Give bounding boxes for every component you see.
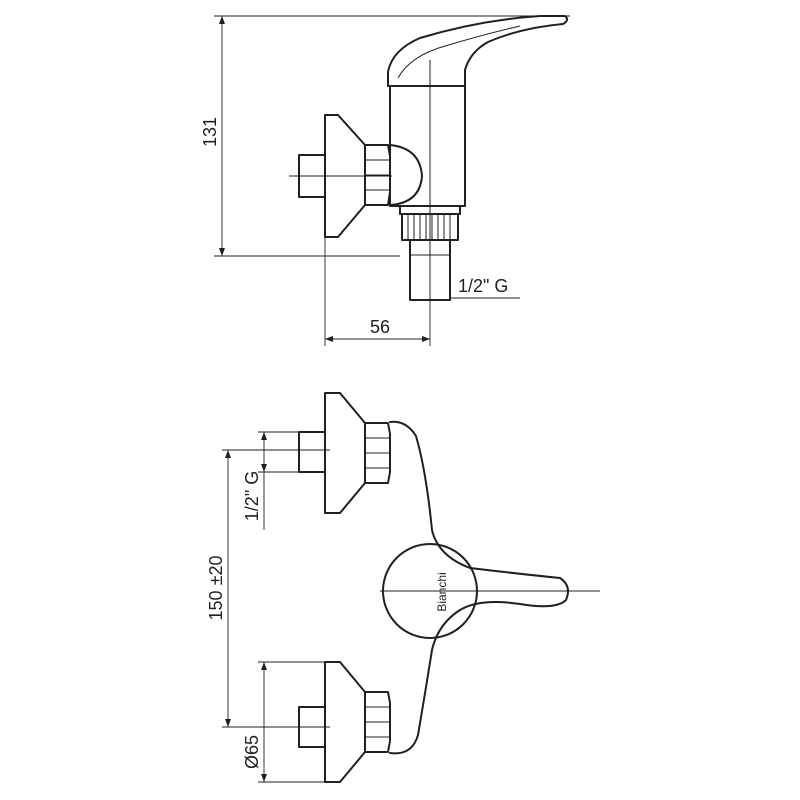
flange-diameter-label: Ø65 [242, 735, 262, 769]
front-view: Bianchi 1/2" G 150 ±20 Ø65 [206, 392, 600, 783]
body-connector [389, 144, 423, 206]
upper-wall-flange [324, 392, 366, 514]
inlet-thread-label: 1/2" G [242, 471, 262, 521]
lower-wall-flange [324, 661, 366, 783]
lever-handle-side [387, 15, 569, 87]
knurl-lines [407, 215, 451, 239]
outlet-thread-label: 1/2" G [458, 276, 508, 296]
depth-dimension-label: 56 [370, 317, 390, 337]
upper-hex-nut [364, 422, 391, 484]
side-view: 131 [200, 15, 570, 346]
height-dimension: 131 [200, 15, 570, 257]
faucet-body-side [389, 85, 466, 207]
centers-dimension-label: 150 ±20 [206, 556, 226, 621]
flange-diameter-dimension: Ø65 [242, 661, 325, 783]
lower-hex-nut [364, 691, 391, 753]
inlet-thread-dimension: 1/2" G [242, 431, 299, 530]
depth-dimension: 56 [324, 237, 431, 346]
mixer-body-front [389, 420, 569, 755]
height-dimension-label: 131 [200, 117, 220, 147]
outlet-collar [399, 205, 461, 215]
centers-dimension: 150 ±20 [206, 449, 330, 728]
upper-inlet-stub [298, 431, 326, 473]
brand-label: Bianchi [435, 572, 449, 611]
